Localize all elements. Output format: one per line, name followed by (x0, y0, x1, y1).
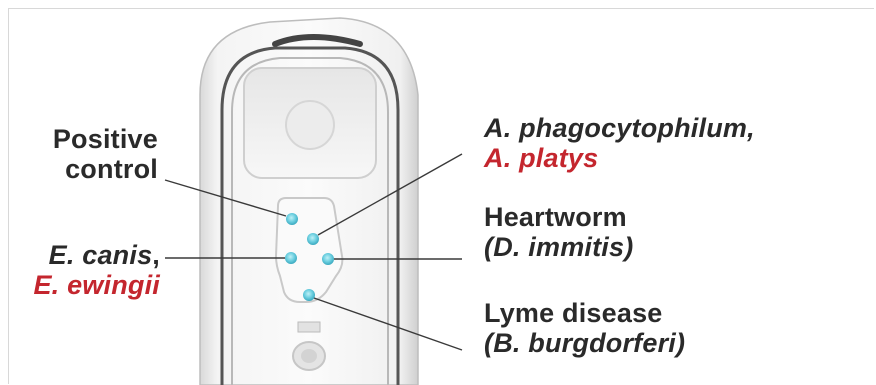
label-lyme: Lyme disease (B. burgdorferi) (484, 298, 685, 358)
label-e-canis-comma: , (152, 240, 160, 270)
label-b-burgdorferi: (B. burgdorferi) (484, 328, 685, 358)
label-positive-control-line1: Positive (40, 124, 158, 154)
label-lyme-line1: Lyme disease (484, 298, 685, 328)
spot-ehrlichia (285, 252, 297, 264)
label-a-platys: A. platys (484, 143, 755, 173)
label-anaplasma: A. phagocytophilum, A. platys (484, 113, 755, 173)
label-positive-control-line2: control (40, 154, 158, 184)
label-a-phagocytophilum: A. phagocytophilum, (484, 113, 755, 143)
spot-positive-control (286, 213, 298, 225)
spot-lyme (303, 289, 315, 301)
label-e-ewingii: E. ewingii (20, 270, 160, 300)
spot-anaplasma (307, 233, 319, 245)
label-d-immitis: (D. immitis) (484, 232, 633, 262)
label-heartworm-line1: Heartworm (484, 202, 633, 232)
sample-well (286, 101, 334, 149)
label-positive-control: Positive control (40, 124, 158, 184)
label-heartworm: Heartworm (D. immitis) (484, 202, 633, 262)
spot-heartworm (322, 253, 334, 265)
engraved-text (298, 322, 320, 332)
label-e-canis: E. canis (49, 240, 153, 270)
label-ehrlichia: E. canis, E. ewingii (20, 240, 160, 300)
